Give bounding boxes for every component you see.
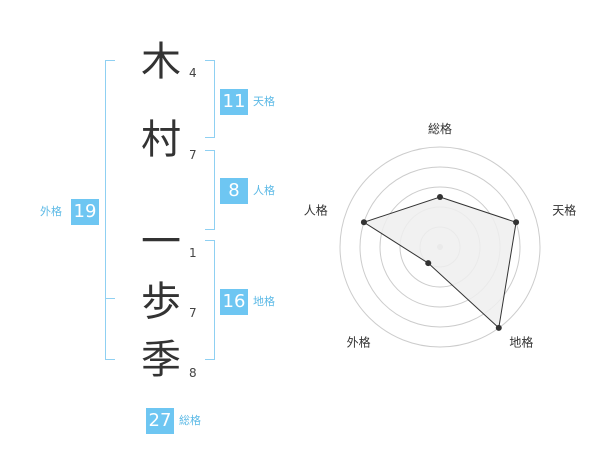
radar-axis-label-1: 総格: [428, 121, 452, 136]
radar-point-5: [360, 219, 367, 226]
radar-point-1: [437, 194, 443, 200]
tenkaku-bracket: [205, 60, 215, 138]
gaikaku-label: 外格: [40, 205, 62, 218]
name-char-2: 村: [141, 117, 181, 163]
radar-axis-label-4: 外格: [347, 334, 371, 349]
stroke-count-4: 7: [189, 306, 197, 320]
jinkaku-bracket: [205, 150, 215, 230]
tenkaku-label: 天格: [253, 95, 275, 108]
radar-point-2: [513, 219, 520, 226]
chikaku-label: 地格: [253, 295, 275, 308]
jinkaku-value: 8: [220, 178, 248, 204]
chikaku-bracket: [205, 240, 215, 360]
radar-point-3: [495, 324, 502, 331]
chikaku-value: 16: [220, 289, 248, 315]
soukaku-label: 総格: [179, 414, 201, 427]
radar-point-4: [425, 260, 432, 267]
stroke-count-2: 7: [189, 148, 197, 162]
jinkaku-label: 人格: [253, 184, 275, 197]
name-char-3: 一: [141, 219, 181, 265]
radar-axis-label-5: 人格: [304, 203, 328, 218]
name-char-5: 季: [141, 337, 181, 383]
name-char-4: 歩: [141, 279, 181, 325]
radar-axis-label-2: 天格: [552, 203, 576, 218]
gaikaku-value: 19: [71, 199, 99, 225]
stroke-count-5: 8: [189, 366, 197, 380]
soukaku-value: 27: [146, 408, 174, 434]
gaikaku-bracket: [105, 60, 115, 360]
radar-polygon: [362, 196, 517, 329]
name-char-1: 木: [141, 39, 181, 85]
tenkaku-value: 11: [220, 89, 248, 115]
radar-grid-ring: [339, 146, 541, 348]
stroke-count-1: 4: [189, 66, 197, 80]
stroke-count-3: 1: [189, 246, 197, 260]
radar-axis-label-3: 地格: [509, 334, 533, 349]
radar-grid-ring: [359, 166, 521, 328]
gaikaku-bracket-tick: [105, 298, 115, 299]
